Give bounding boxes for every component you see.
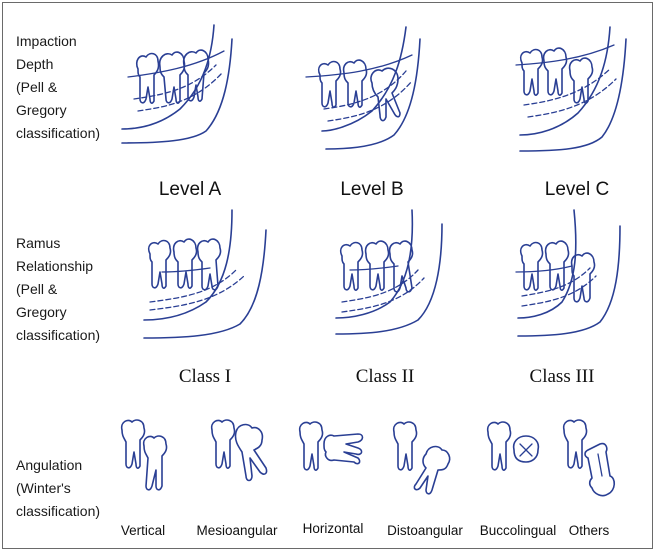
molar-1: [521, 50, 543, 96]
tooth-pair-vertical: [118, 418, 174, 498]
caption-class-1: Class I: [150, 366, 260, 388]
jaw-drawing-class-2: [332, 210, 462, 340]
caption-class-2: Class II: [330, 366, 440, 388]
caption-level-b: Level B: [322, 179, 422, 201]
jaw-drawing-class-3: [512, 210, 647, 340]
molar-1: [521, 243, 543, 291]
caption-vertical: Vertical: [108, 523, 178, 538]
jaw-drawing-level-c: [512, 25, 642, 160]
tooth-pair-distoangular: [388, 420, 454, 504]
tooth-pair-mesioangular: [206, 418, 270, 488]
caption-mesioangular: Mesioangular: [190, 523, 284, 538]
caption-horizontal: Horizontal: [293, 521, 373, 536]
impacted-molar: [198, 239, 221, 290]
molar-1: [341, 243, 363, 291]
molar-2: [160, 52, 185, 103]
row-label-angulation: Angulation (Winter's classification): [16, 454, 100, 523]
caption-level-a: Level A: [140, 179, 240, 201]
jaw-drawing-class-1: [140, 210, 270, 345]
tooth-pair-horizontal: [296, 420, 366, 480]
caption-others: Others: [562, 523, 616, 538]
caption-class-3: Class III: [507, 366, 617, 388]
row-label-impaction-depth: Impaction Depth (Pell & Gregory classifi…: [16, 30, 100, 145]
tooth-pair-buccolingual: [484, 420, 544, 480]
molar-2: [546, 241, 569, 290]
row-label-ramus-relationship: Ramus Relationship (Pell & Gregory class…: [16, 232, 100, 347]
caption-buccolingual: Buccolingual: [473, 523, 563, 538]
jaw-drawing-level-b: [302, 25, 432, 155]
molar-2: [366, 241, 389, 290]
impacted-molar: [570, 58, 593, 103]
jaw-drawing-level-a: [120, 25, 250, 155]
molar-2: [544, 48, 567, 95]
tooth-pair-others: [560, 418, 620, 502]
caption-distoangular: Distoangular: [380, 523, 470, 538]
molar-1: [319, 62, 341, 108]
caption-level-c: Level C: [527, 179, 627, 201]
molar-2: [174, 239, 197, 288]
molar-1: [149, 241, 171, 289]
